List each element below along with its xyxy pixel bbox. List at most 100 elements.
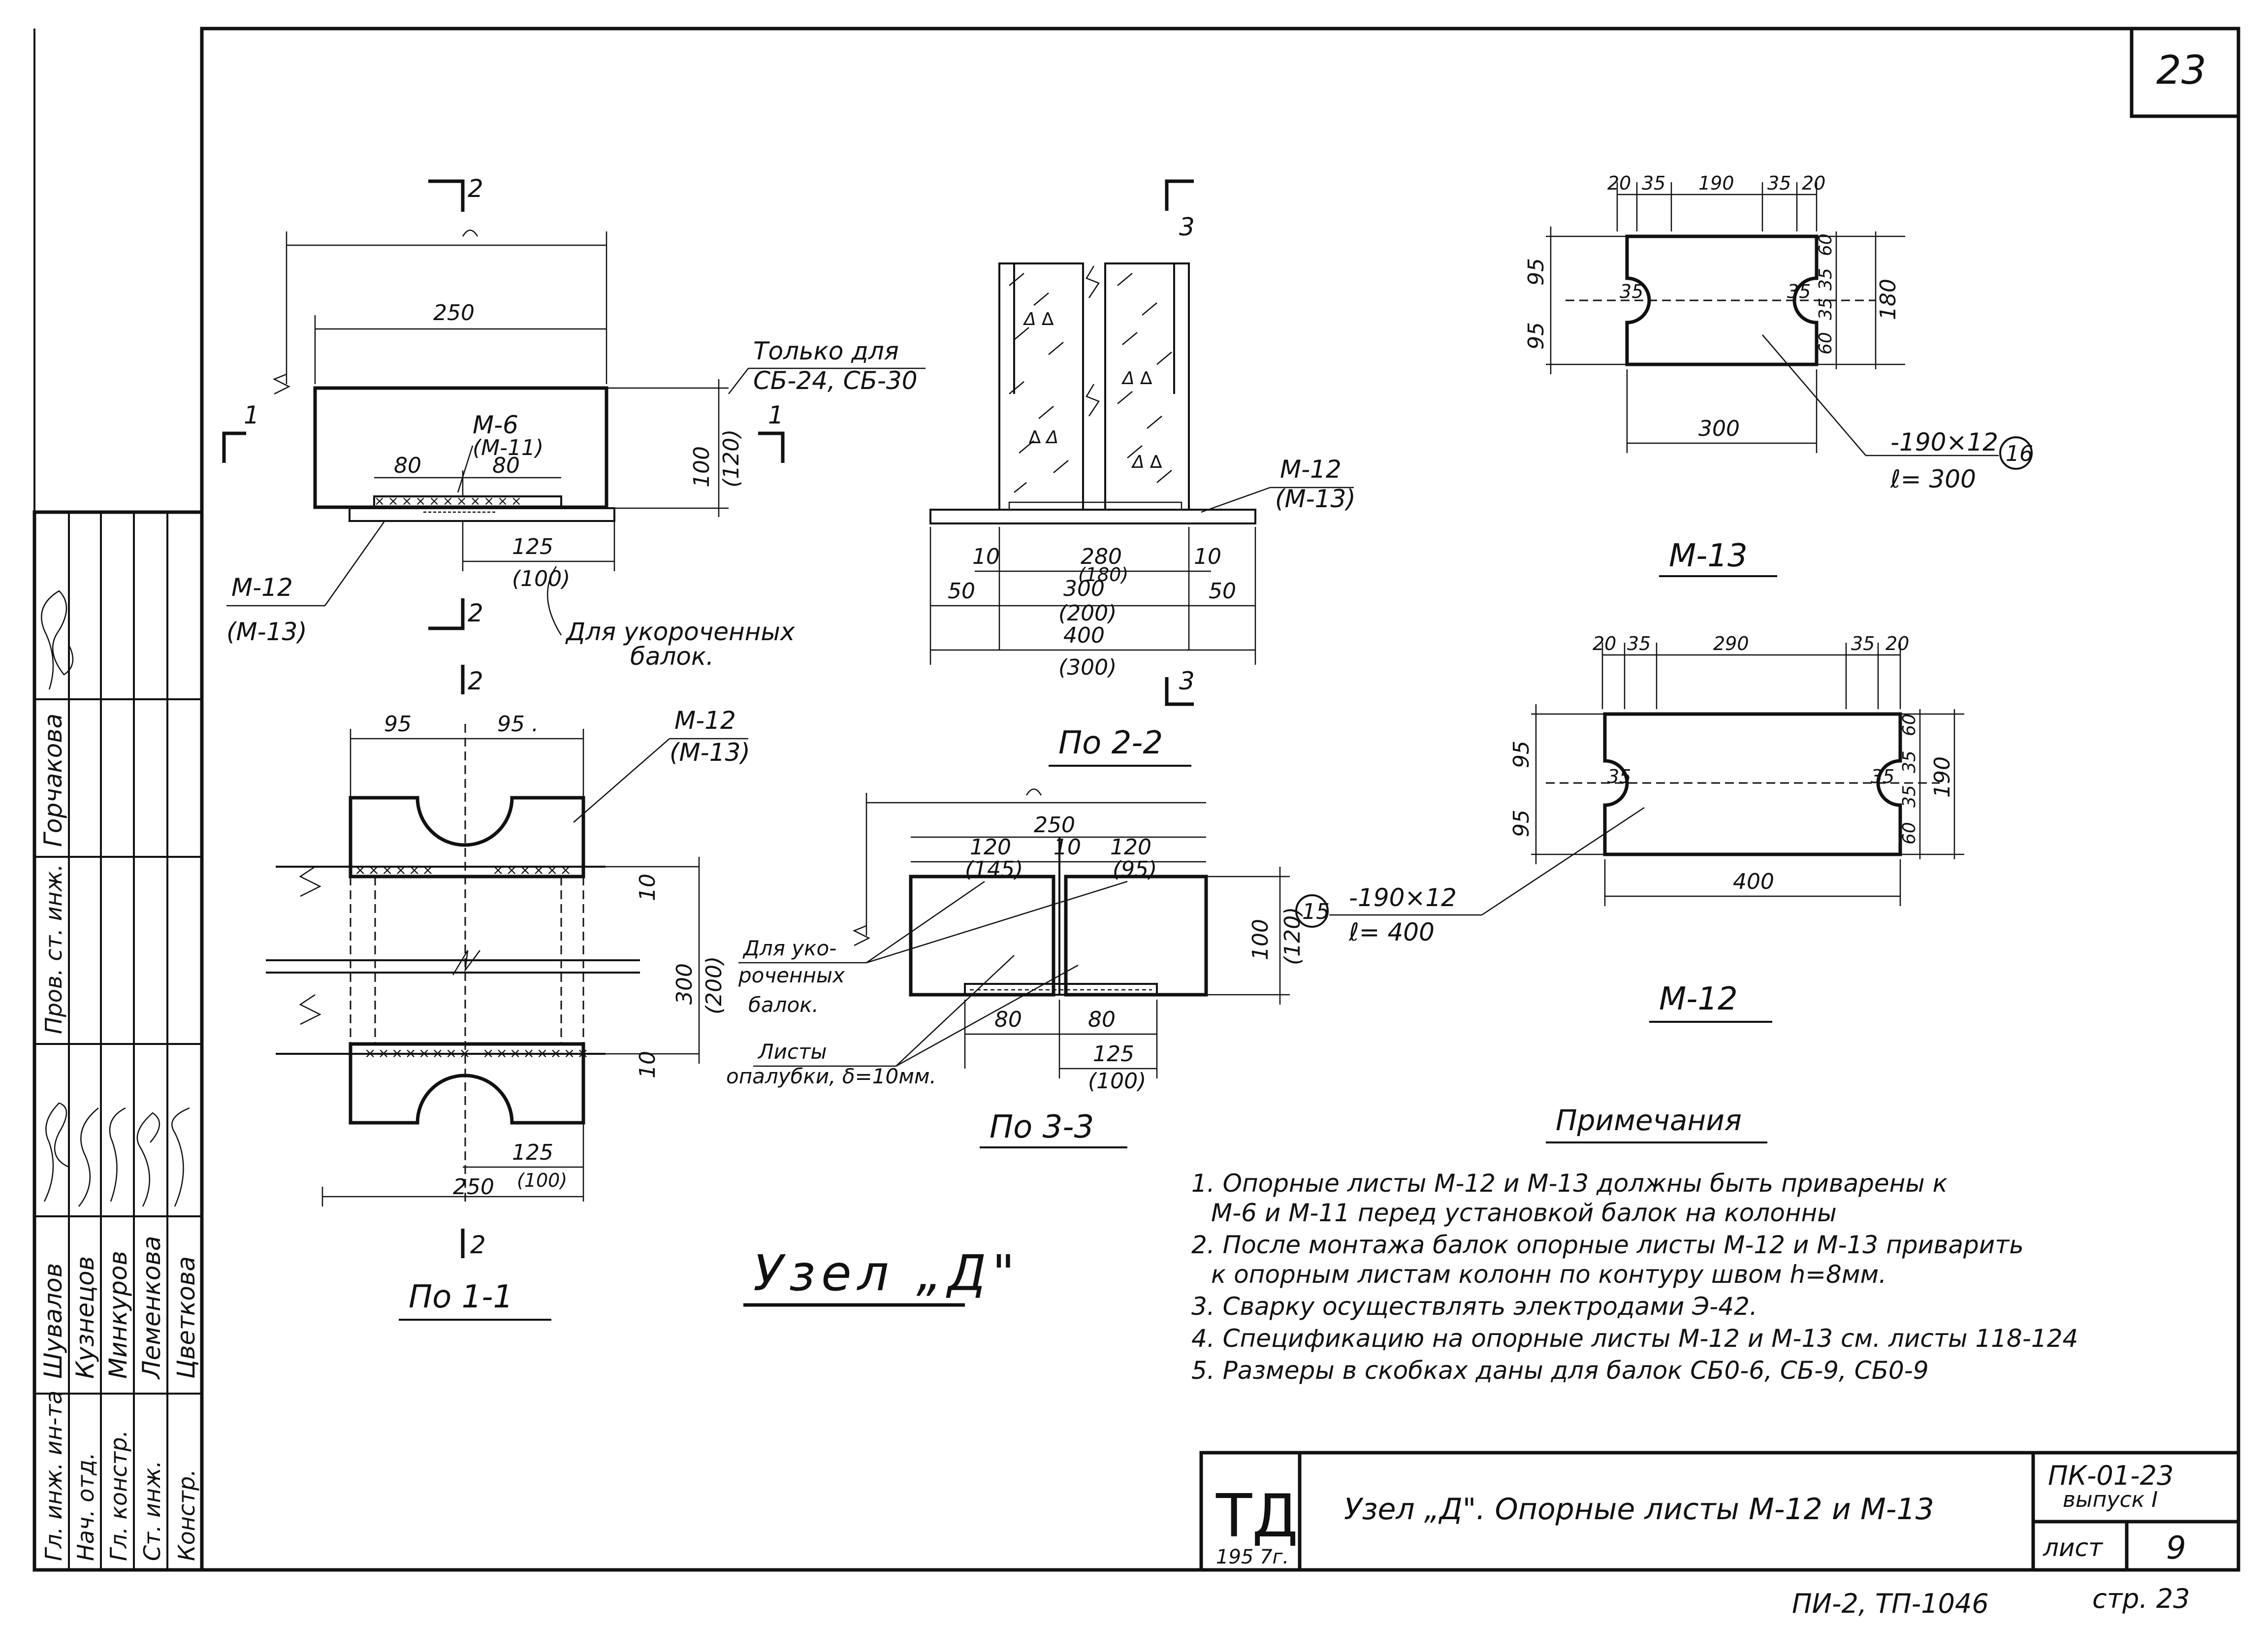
section-mark-1-right [758,431,785,463]
svg-text:80: 80 [492,453,520,478]
stamp-role-4: Ст. инж. [139,1461,165,1561]
drawing-issue: выпуск I [2063,1487,2158,1512]
notes-heading: Примечания [1556,1104,1742,1137]
section-1-title: По 1-1 [409,1279,513,1315]
svg-text:95: 95 [1524,322,1549,350]
note-2b: к опорным листам колонн по контуру швом … [1211,1260,1886,1289]
note-4: 4. Спецификацию на опорные листы М-12 и … [1191,1324,2078,1353]
section-mark-2-top [428,179,465,212]
svg-text:35: 35 [1816,297,1836,320]
support-plate [349,507,615,522]
svg-text:(200): (200) [702,956,727,1014]
m12-title: М-12 [1659,981,1738,1017]
svg-text:1: 1 [244,401,259,429]
svg-text:2: 2 [468,599,483,627]
section-1-1-view: 2 95 95 . ×××××× ×××××× ×××××××× ×××××××… [266,665,750,1321]
svg-text:35: 35 [1787,281,1811,302]
stamp-name-2: Кузнецов [71,1256,99,1379]
svg-text:××××××: ×××××× [354,862,436,878]
svg-text:250: 250 [453,1174,494,1200]
note-2: 2. После монтажа балок опорные листы М-1… [1191,1231,2024,1259]
svg-text:400: 400 [1063,623,1105,648]
svg-text:(120): (120) [719,429,744,488]
svg-text:××××××: ×××××× [492,862,574,878]
svg-text:250: 250 [1034,813,1075,838]
svg-text:(М-13): (М-13) [226,618,307,646]
svg-text:35: 35 [1899,785,1919,808]
svg-text:35: 35 [1642,172,1665,194]
svg-text:35: 35 [1767,172,1791,194]
svg-text:190: 190 [1930,756,1955,798]
section-3-title: По 3-3 [990,1109,1094,1145]
side-elevation-view: 2 250 ××××××××××× М-6 (М-11) 80 80 100 (… [222,174,926,671]
section-mark-3-top [1165,179,1194,211]
note-1b: М-6 и М-11 перед установкой балок на кол… [1211,1199,1837,1227]
svg-text:280: 280 [1081,544,1122,569]
node-title: Узел „Д" [753,1244,1021,1302]
section-mark-1-left [222,431,246,463]
svg-text:190: 190 [1698,172,1734,194]
svg-text:∆ Δ: ∆ Δ [1028,427,1058,448]
svg-text:50: 50 [948,579,975,604]
stamp-name-1: Шувалов [39,1263,67,1379]
stamp-role-2: Нач. отд. [72,1452,99,1561]
svg-text:2: 2 [470,1231,486,1259]
svg-text:180: 180 [1876,279,1901,320]
m13-title: М-13 [1669,538,1748,574]
svg-text:95 .: 95 . [497,712,539,737]
svg-text:35: 35 [1627,633,1651,654]
svg-text:ℓ= 400: ℓ= 400 [1348,918,1435,946]
svg-text:(М-13): (М-13) [670,738,750,767]
column-left [998,262,1084,511]
svg-text:балок.: балок. [630,642,714,671]
svg-text:50: 50 [1209,579,1236,604]
svg-text:20: 20 [1607,172,1631,194]
institute-logo: ТД [1215,1482,1298,1551]
stamp-name-3: Минкуров [104,1251,132,1379]
plate-m12-view: 20 35 290 35 20 35 35 95 95 60 35 35 60 … [1509,633,1964,1023]
svg-text:15: 15 [1302,899,1330,924]
svg-text:××××××××: ×××××××× [482,1045,591,1061]
note-5: 5. Размеры в скобках даны для балок СБ0-… [1191,1356,1929,1385]
svg-text:(300): (300) [1058,655,1117,680]
svg-text:Для уко-: Для уко- [742,936,836,960]
svg-text:20: 20 [1802,172,1825,194]
svg-text:балок.: балок. [748,993,819,1017]
svg-text:35: 35 [1899,750,1919,773]
svg-text:290: 290 [1713,633,1749,654]
svg-text:300: 300 [1698,416,1740,441]
section-3-3-view: 250 120 (145) 10 120 (95) 100 (120) 15 -… [726,788,1645,1148]
svg-text:125: 125 [512,1140,553,1165]
svg-text:ℓ= 300: ℓ= 300 [1890,465,1976,493]
svg-text:60: 60 [1899,822,1919,845]
svg-text:95: 95 [384,712,412,737]
plate-m13-view: 20 35 190 35 20 35 35 95 95 60 35 35 60 … [1524,172,2033,577]
note-3: 3. Сварку осуществлять электродами Э-42. [1191,1292,1757,1321]
page-number: 23 [2156,47,2206,93]
section-mark-3-bottom [1165,677,1194,706]
svg-text:(180): (180) [1078,564,1128,586]
svg-text:Только для: Только для [753,337,899,365]
stamp-name-4: Леменкова [137,1236,166,1380]
drawing-code: ПК-01-23 [2048,1460,2173,1491]
stamp-role-5: Констр. [173,1469,200,1561]
section-mark-2-bottom [428,598,465,630]
svg-text:××××××××: ×××××××× [364,1045,473,1061]
svg-text:(М-11): (М-11) [473,435,543,460]
svg-text:10: 10 [635,874,660,901]
svg-text:60: 60 [1816,233,1836,256]
svg-text:Δ ∆: Δ ∆ [1121,368,1152,389]
svg-text:Листы: Листы [757,1040,827,1064]
title-block: ТД 195 7г. Узел „Д". Опорные листы М-12 … [1199,1451,2240,1572]
svg-text:3: 3 [1179,667,1195,695]
svg-text:120: 120 [1110,835,1151,860]
svg-text:10: 10 [1194,544,1221,569]
svg-text:М-12: М-12 [674,706,736,735]
svg-text:125: 125 [512,534,553,559]
svg-text:120: 120 [970,835,1011,860]
svg-text:М-12: М-12 [231,573,293,602]
svg-text:2: 2 [468,174,483,203]
svg-text:300: 300 [672,963,697,1005]
year: 195 7г. [1216,1546,1289,1568]
